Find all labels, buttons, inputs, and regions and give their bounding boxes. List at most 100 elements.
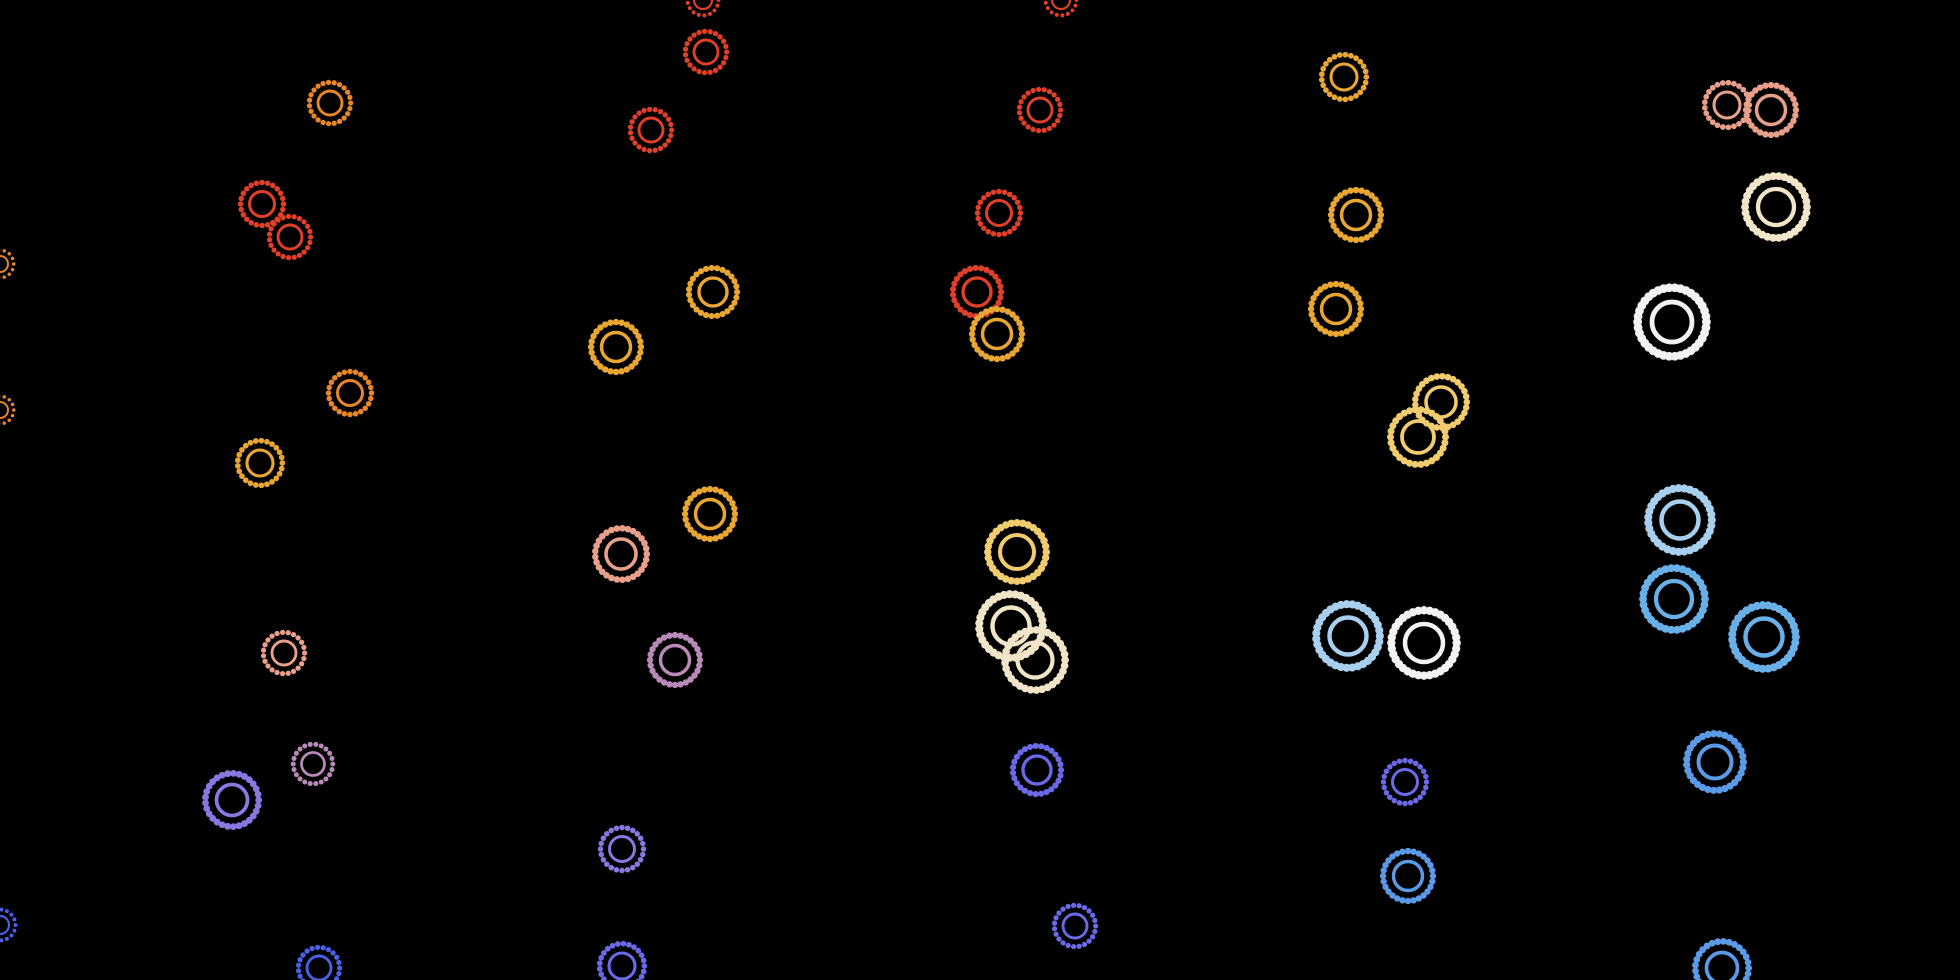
particle-bead <box>1423 784 1429 791</box>
particle-bead <box>1052 751 1059 758</box>
particle-bead <box>587 343 595 351</box>
particle-bead <box>332 375 338 381</box>
particle-bead <box>1703 942 1711 950</box>
particle-bead <box>1422 459 1431 467</box>
particle-bead <box>728 273 735 280</box>
particle-bead <box>1343 283 1351 290</box>
particle-bead <box>974 346 981 353</box>
particle-bead <box>1391 797 1397 804</box>
particle-bead <box>1744 970 1752 978</box>
particle-bead <box>273 444 280 451</box>
particle-bead <box>275 251 281 257</box>
particle-core-ring <box>1653 578 1695 620</box>
particle-bead <box>1407 800 1414 806</box>
particle-bead <box>1731 941 1738 948</box>
particle-bead <box>218 771 226 779</box>
virus-particle-icon <box>1412 372 1471 432</box>
particle-core-ring <box>214 782 250 818</box>
particle-bead <box>1429 878 1436 885</box>
particle-bead <box>666 681 673 688</box>
particle-bead <box>291 214 297 220</box>
particle-bead <box>234 462 241 469</box>
particle-bead <box>624 525 632 533</box>
particle-bead <box>325 947 332 953</box>
particle-bead <box>1701 595 1709 603</box>
particle-bead <box>336 408 342 415</box>
particle-bead <box>1709 786 1718 794</box>
particle-bead <box>1396 758 1403 764</box>
virus-particle-icon <box>295 944 343 980</box>
particle-bead <box>260 653 267 659</box>
particle-bead <box>656 637 663 644</box>
particle-bead <box>1313 290 1320 297</box>
particle-bead <box>302 779 308 785</box>
particle-bead <box>619 524 626 532</box>
particle-bead <box>1090 912 1096 918</box>
particle-bead <box>597 324 604 331</box>
particle-bead <box>1336 96 1343 102</box>
particle-bead <box>686 291 693 298</box>
particle-bead <box>2 395 7 399</box>
particle-bead <box>1703 93 1710 100</box>
particle-bead <box>691 66 697 72</box>
particle-bead <box>1048 747 1055 754</box>
particle-bead <box>687 297 694 304</box>
particle-bead <box>13 923 18 927</box>
particle-bead <box>712 8 717 13</box>
particle-bead <box>1762 82 1769 89</box>
particle-bead <box>608 526 615 534</box>
particle-bead <box>277 190 284 196</box>
particle-bead <box>1307 305 1315 313</box>
particle-bead <box>681 510 689 518</box>
particle-bead <box>224 822 232 830</box>
particle-bead <box>274 669 280 676</box>
particle-bead <box>1740 86 1747 93</box>
particle-bead <box>1352 236 1360 244</box>
particle-bead <box>1331 94 1338 101</box>
particle-bead <box>1086 908 1092 914</box>
particle-bead <box>1389 444 1397 452</box>
particle-bead <box>1357 305 1365 313</box>
particle-bead <box>598 851 604 858</box>
particle-bead <box>637 338 644 345</box>
particle-core-ring <box>608 835 636 863</box>
particle-bead <box>1011 225 1017 231</box>
particle-bead <box>982 353 990 360</box>
particle-bead <box>1402 757 1408 764</box>
particle-core-ring <box>658 643 692 677</box>
particle-bead <box>1043 789 1050 796</box>
particle-bead <box>1719 124 1726 130</box>
particle-bead <box>601 976 607 980</box>
particle-bead <box>722 530 729 537</box>
particle-bead <box>630 827 636 834</box>
particle-bead <box>297 746 303 752</box>
particle-bead <box>1061 656 1069 664</box>
particle-bead <box>703 265 710 273</box>
particle-bead <box>271 247 277 253</box>
particle-bead <box>1347 187 1354 194</box>
particle-bead <box>729 521 736 529</box>
particle-bead <box>1070 902 1077 909</box>
particle-bead <box>638 535 645 542</box>
particle-bead <box>7 418 11 422</box>
particle-bead <box>1428 457 1436 465</box>
particle-bead <box>326 395 332 402</box>
particle-bead <box>601 366 609 373</box>
particle-bead <box>1399 897 1406 904</box>
particle-core-ring <box>316 89 344 117</box>
particle-bead <box>630 864 636 871</box>
particle-core-ring <box>1424 385 1458 419</box>
particle-bead <box>1010 769 1017 776</box>
particle-bead <box>1051 920 1058 926</box>
particle-bead <box>608 574 615 582</box>
particle-bead <box>1405 407 1414 415</box>
particle-bead <box>1692 961 1699 969</box>
particle-bead <box>1014 221 1021 227</box>
particle-bead <box>1420 790 1427 796</box>
particle-bead <box>604 831 610 837</box>
particle-bead <box>304 948 310 954</box>
particle-bead <box>1428 374 1435 382</box>
particle-core-ring <box>1021 754 1053 786</box>
particle-bead <box>1048 786 1055 793</box>
particle-bead <box>1308 311 1315 318</box>
